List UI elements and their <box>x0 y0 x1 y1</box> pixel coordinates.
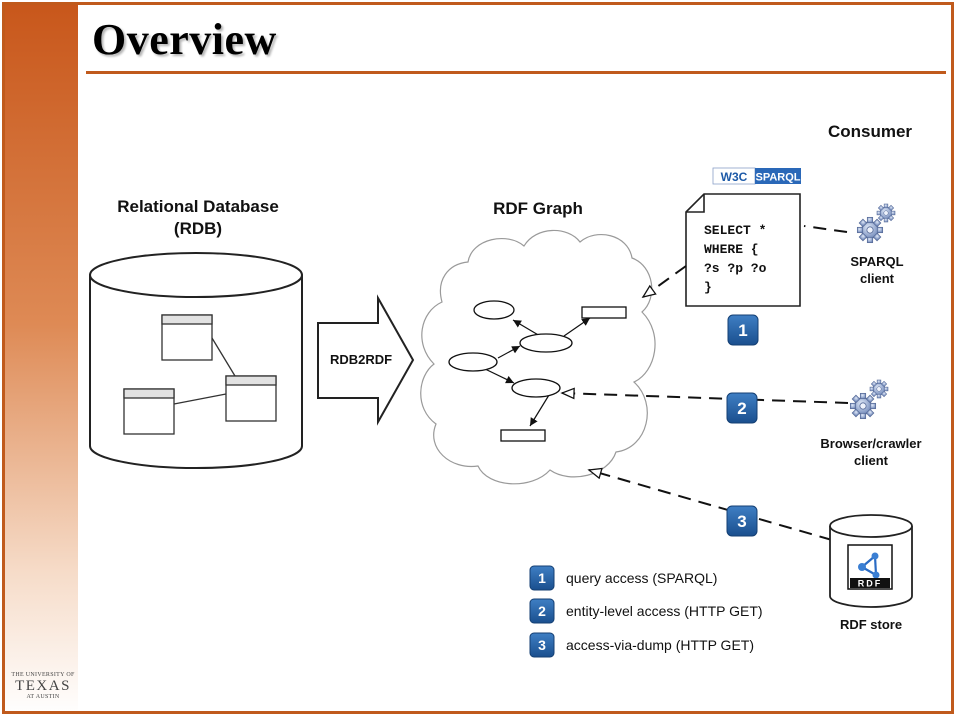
query-line: WHERE { <box>704 242 759 257</box>
table-relation-line <box>173 393 227 405</box>
query-line: SELECT * <box>704 223 766 238</box>
legend-text: entity-level access (HTTP GET) <box>566 603 763 619</box>
rdf-logo-icon: RDF <box>847 544 893 590</box>
rdf-logo-text: RDF <box>858 579 883 589</box>
university-logo: THE UNIVERSITY OF TEXAS AT AUSTIN <box>10 672 76 701</box>
browser-client-gears-icon <box>849 379 889 420</box>
rdb2rdf-arrow <box>317 294 415 426</box>
marker-number: 2 <box>737 399 746 418</box>
title-underline <box>86 71 946 74</box>
legend: 1 query access (SPARQL) 2 entity-level a… <box>529 565 763 658</box>
legend-text: access-via-dump (HTTP GET) <box>566 637 754 653</box>
sparql-badge-text: SPARQL <box>755 172 800 184</box>
db-table-icon <box>161 314 213 361</box>
legend-item: 2 entity-level access (HTTP GET) <box>529 598 763 624</box>
w3c-sparql-logo: W3C SPARQL <box>712 167 801 185</box>
marker-number: 3 <box>737 512 746 531</box>
graph-literal-node <box>581 306 627 319</box>
marker-badge-1: 1 <box>727 314 759 346</box>
query-line: } <box>704 280 712 295</box>
table-relation-line <box>211 337 236 377</box>
db-table-icon <box>123 388 175 435</box>
sidebar-gradient <box>4 4 78 716</box>
w3c-badge-text: W3C <box>721 170 748 184</box>
graph-edge <box>529 394 550 427</box>
sparql-client-label-line1: SPARQL <box>850 254 903 269</box>
rdf-store-label: RDF store <box>840 617 902 632</box>
rdb-title-line2: (RDB) <box>174 219 222 238</box>
rdf-graph-title: RDF Graph <box>493 199 583 218</box>
sparql-query-document <box>685 193 801 307</box>
legend-number: 2 <box>538 603 546 619</box>
document-fold <box>686 194 705 213</box>
sparql-client-link <box>803 225 848 233</box>
entity-access-arrow <box>560 387 849 404</box>
rdb2rdf-label: RDB2RDF <box>330 352 392 367</box>
graph-resource-node <box>511 378 561 398</box>
logo-line3: AT AUSTIN <box>26 694 60 700</box>
graph-edge <box>512 319 541 337</box>
db-table-icon <box>225 375 277 422</box>
logo-line1: THE UNIVERSITY OF <box>11 672 75 678</box>
slide-title: Overview <box>92 15 277 64</box>
sparql-client-label-line2: client <box>860 271 895 286</box>
graph-edge <box>497 345 521 359</box>
marker-badge-2: 2 <box>726 392 758 424</box>
graph-resource-node <box>448 352 498 372</box>
graph-edge <box>482 367 515 384</box>
browser-client-label-line2: client <box>854 453 889 468</box>
marker-number: 1 <box>738 321 747 340</box>
legend-item: 1 query access (SPARQL) <box>529 565 717 591</box>
legend-number: 1 <box>538 570 546 586</box>
marker-badge-3: 3 <box>726 505 758 537</box>
query-line: ?s ?p ?o <box>704 261 767 276</box>
dump-access-arrow <box>587 467 833 541</box>
query-access-arrow <box>641 265 687 298</box>
graph-literal-node <box>500 429 546 442</box>
graph-resource-node <box>519 333 573 353</box>
sparql-client-gears-icon <box>856 203 896 244</box>
legend-number: 3 <box>538 637 546 653</box>
browser-client-label-line1: Browser/crawler <box>820 436 921 451</box>
consumer-heading: Consumer <box>828 122 912 141</box>
graph-resource-node <box>473 300 515 320</box>
rdf-graph-cloud <box>420 229 656 485</box>
logo-line2: TEXAS <box>15 678 71 694</box>
legend-text: query access (SPARQL) <box>566 570 717 586</box>
graph-edge <box>563 317 591 337</box>
legend-item: 3 access-via-dump (HTTP GET) <box>529 632 754 658</box>
rdb-title-line1: Relational Database <box>117 197 279 216</box>
